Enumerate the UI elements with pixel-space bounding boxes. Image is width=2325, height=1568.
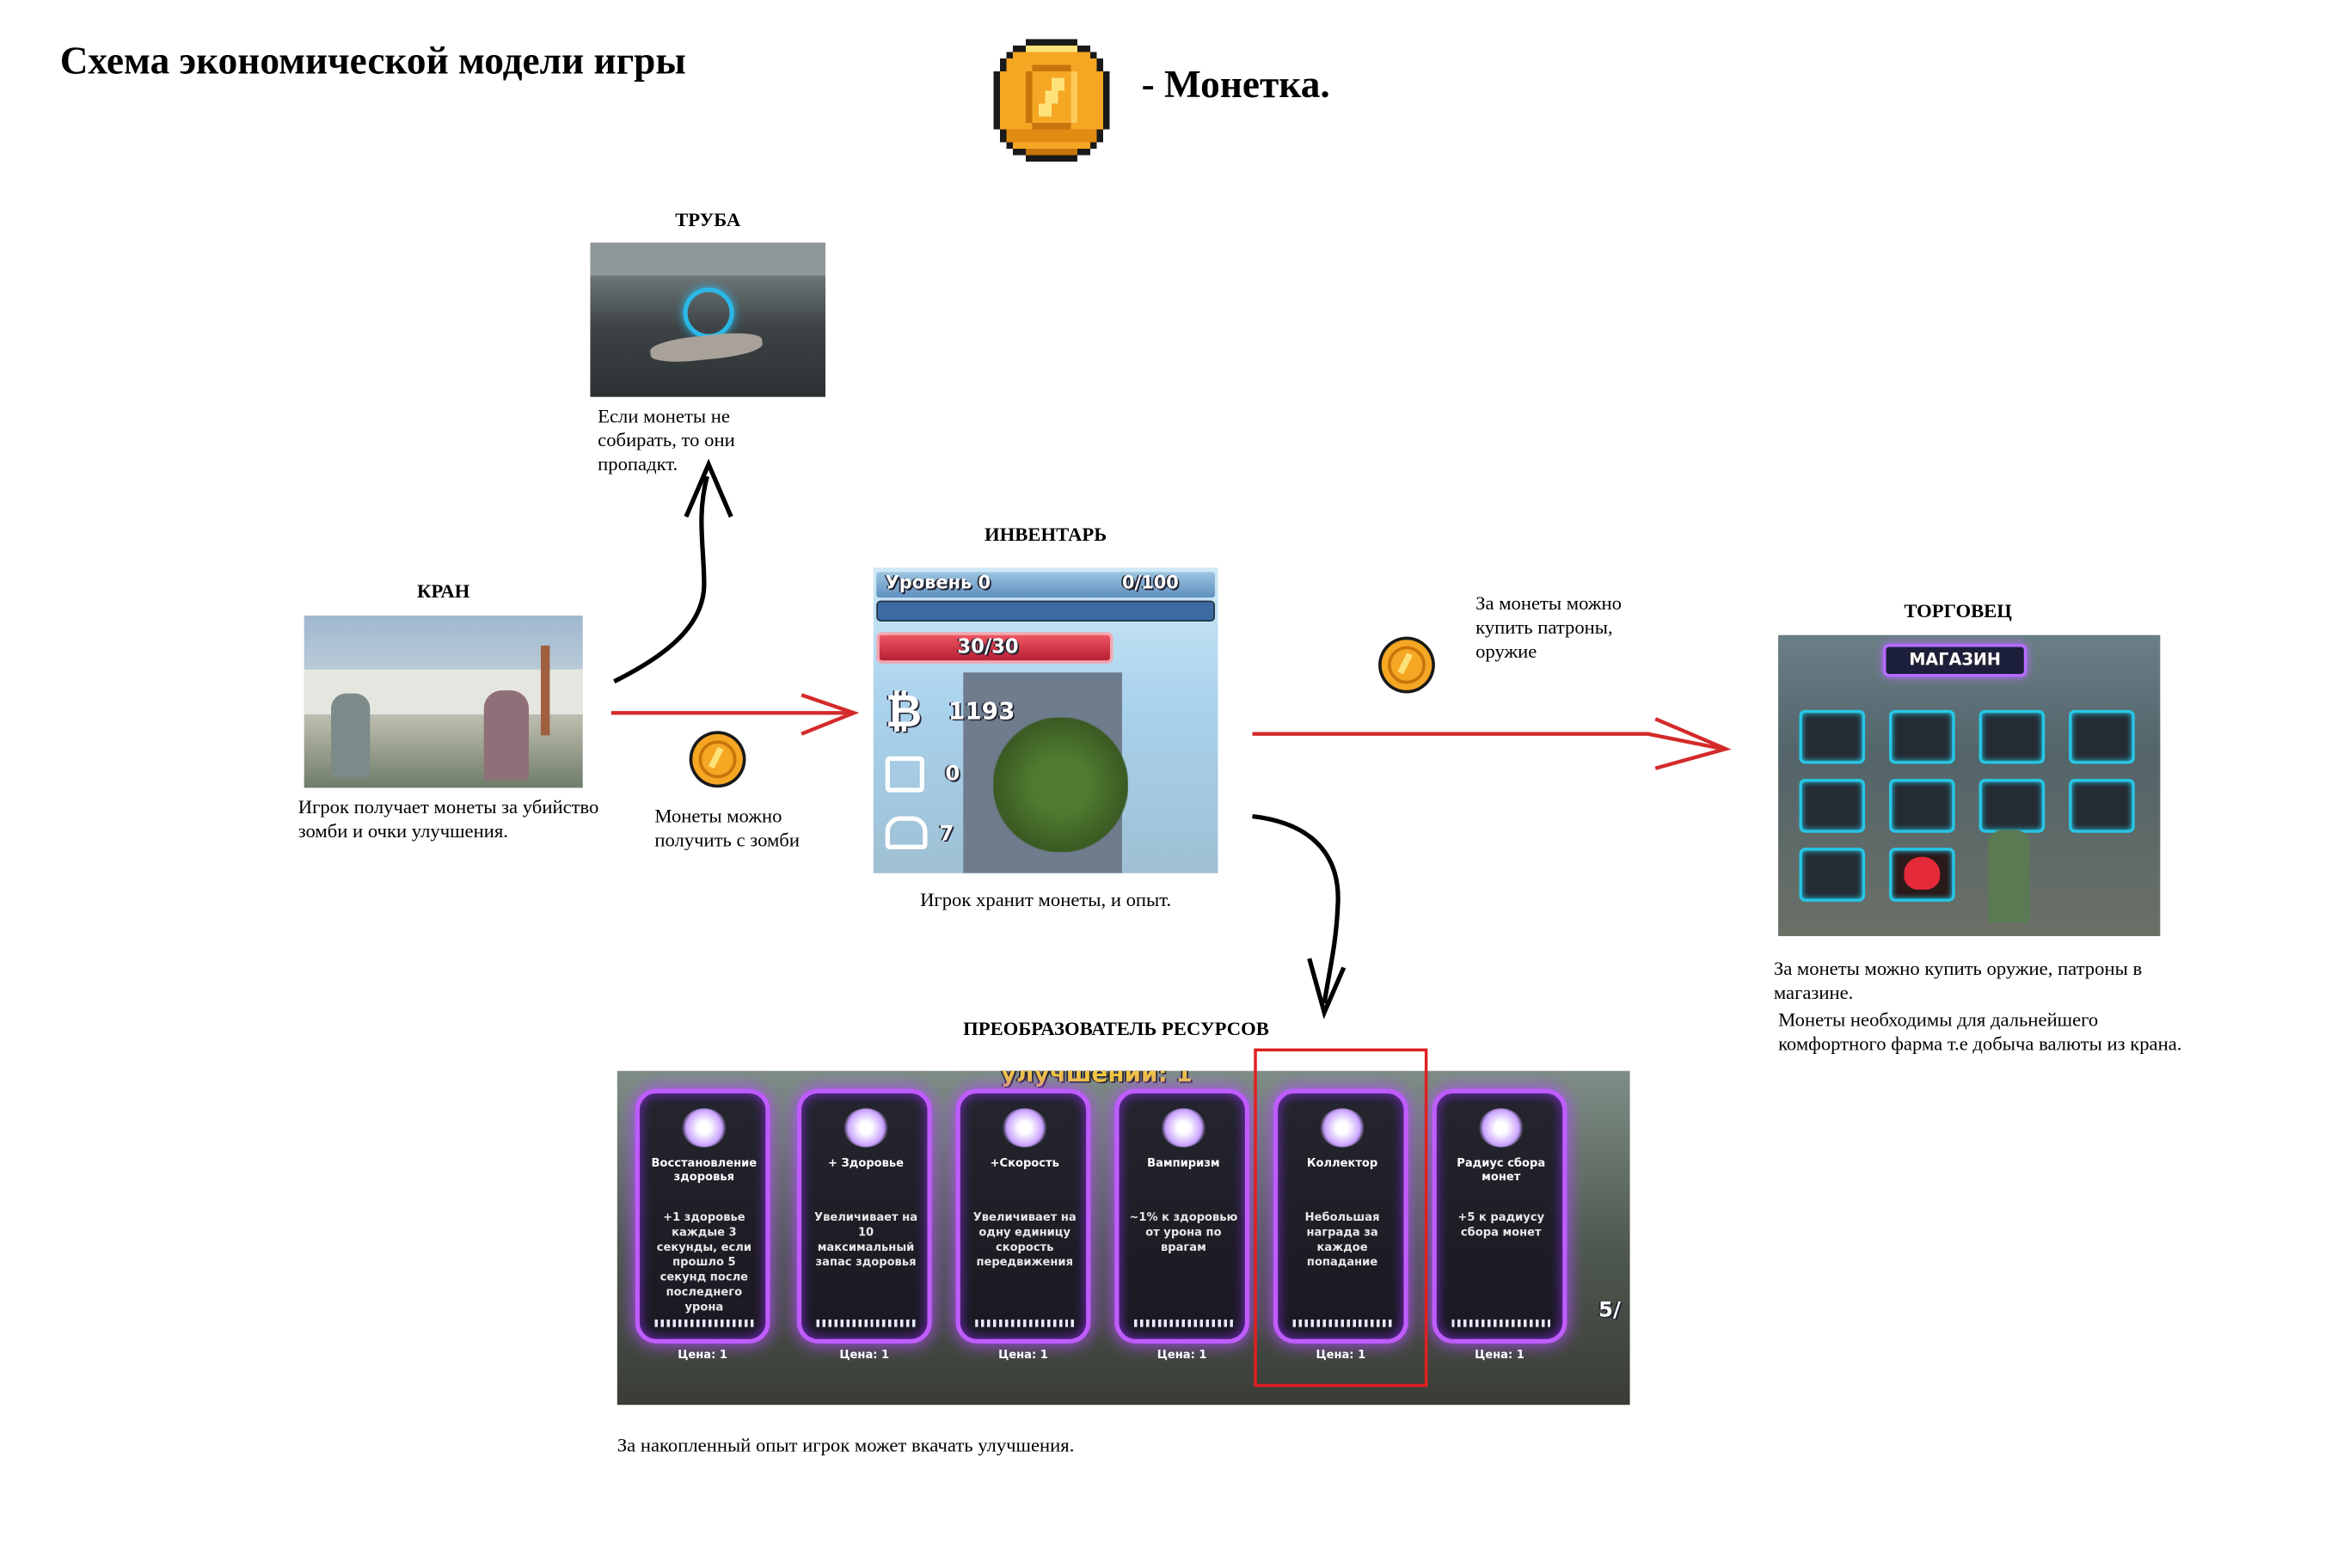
pipe-caption: Если монеты не собирать, то они пропадкт… <box>598 404 735 475</box>
upgrade-card-name: Вампиризм <box>1147 1156 1220 1170</box>
arrow-head-pipe <box>684 458 733 518</box>
converter-heading: ПРЕОБРАЗОВАТЕЛЬ РЕСУРСОВ <box>963 1017 1269 1040</box>
converter-caption: За накопленный опыт игрок может вкачать … <box>617 1433 1075 1456</box>
upgrade-card-name: Восстановление здоровья <box>651 1156 758 1184</box>
upgrade-card-desc: Увеличивает на 10 максимальный запас здо… <box>814 1210 918 1269</box>
phone-icon <box>885 816 928 849</box>
collector-icon <box>1319 1108 1365 1148</box>
shop-slot <box>1799 778 1866 833</box>
heart-icon <box>1904 856 1941 890</box>
shop-slot <box>1799 848 1866 902</box>
upgrade-card: +Скорость Увеличивает на одну единицу ск… <box>955 1088 1091 1344</box>
shop-title-banner <box>1883 644 2027 677</box>
arrow-inventory-to-merchant <box>1252 732 1724 751</box>
fangs-icon <box>1161 1108 1206 1148</box>
shop-slot <box>1889 778 1955 833</box>
magnet-icon <box>1478 1108 1524 1148</box>
upgrade-card-price: Цена: 1 <box>1475 1348 1524 1362</box>
shop-slot <box>1978 778 2046 833</box>
bitcoin-icon: ₿ <box>885 685 923 738</box>
merchant-heading: ТОРГОВЕЦ <box>1904 598 2012 622</box>
inventory-heading: ИНВЕНТАРЬ <box>984 523 1107 546</box>
upgrades-header: улучшений: 1 <box>1000 1070 1193 1087</box>
merchant-screenshot: МАГАЗИН <box>1778 634 2161 936</box>
id-card-icon <box>885 756 924 793</box>
shop-slot-health <box>1889 848 1955 902</box>
xp-text: 0/100 <box>1121 572 1179 593</box>
legend-label: - Монетка. <box>1141 63 1330 107</box>
shop-title: МАГАЗИН <box>1909 650 2001 670</box>
coin-icon <box>993 39 1110 162</box>
shop-slot <box>2069 778 2135 833</box>
crane-inventory-edge-label: Монеты можно получить с зомби <box>654 804 800 851</box>
inventory-caption: Игрок хранит монеты, и опыт. <box>920 888 1172 911</box>
inventory-merchant-edge-label: За монеты можно купить патроны, оружие <box>1475 591 1623 663</box>
upgrade-card-price: Цена: 1 <box>678 1348 727 1362</box>
level-bar <box>876 572 1215 598</box>
diagram-title: Схема экономической модели игры <box>59 39 686 83</box>
stat-3-value: 7 <box>939 822 954 847</box>
upgrade-card-desc: Увеличивает на одну единицу скорость пер… <box>972 1210 1077 1269</box>
upgrade-card: Вампиризм ~1% к здоровью от урона по вра… <box>1114 1088 1250 1344</box>
syringe-icon <box>843 1108 889 1148</box>
upgrade-card-name: Радиус сбора монет <box>1457 1156 1546 1184</box>
shop-slot <box>2069 709 2135 764</box>
health-bar <box>876 632 1113 664</box>
pill-icon <box>681 1108 727 1148</box>
upgrade-card-price: Цена: 1 <box>1156 1348 1207 1362</box>
crane-caption: Игрок получает монеты за убийство зомби … <box>298 795 599 842</box>
upgrade-card: Коллектор Небольшая награда за каждое по… <box>1273 1088 1408 1344</box>
pipe-heading: ТРУБА <box>675 208 741 231</box>
shop-slot <box>1889 709 1955 764</box>
arrow-head-inventory <box>801 693 860 736</box>
upgrade-card: Восстановление здоровья +1 здоровье кажд… <box>635 1088 770 1344</box>
stat-2-value: 0 <box>945 762 960 787</box>
converter-screenshot: улучшений: 1 5/ Восстановление здоровья … <box>617 1070 1630 1406</box>
upgrade-card-desc: +5 к радиусу сбора монет <box>1457 1210 1545 1239</box>
coins-count: 1193 <box>948 696 1015 726</box>
xp-progress-bar <box>876 600 1215 622</box>
shop-slot <box>1978 709 2046 764</box>
pipe-screenshot <box>590 242 825 397</box>
health-text: 30/30 <box>957 636 1019 659</box>
upgrade-card: + Здоровье Увеличивает на 10 максимальны… <box>796 1088 932 1344</box>
upgrade-card-name: Коллектор <box>1306 1156 1378 1170</box>
side-counter: 5/ <box>1598 1298 1621 1323</box>
arrow-head-converter <box>1307 958 1347 1020</box>
upgrade-card-desc: +1 здоровье каждые 3 секунды, если прошл… <box>656 1210 751 1314</box>
speed-icon <box>1002 1108 1047 1148</box>
merchant-caption-1: За монеты можно купить оружие, патроны в… <box>1773 957 2143 1004</box>
upgrade-card-price: Цена: 1 <box>998 1348 1048 1362</box>
upgrade-card-name: + Здоровье <box>828 1156 905 1170</box>
arrow-head-merchant <box>1654 717 1732 770</box>
crane-screenshot <box>304 616 583 788</box>
upgrade-card-price: Цена: 1 <box>839 1348 890 1362</box>
crane-heading: КРАН <box>417 579 470 603</box>
upgrade-card-desc: Небольшая награда за каждое попадание <box>1304 1210 1380 1269</box>
collector-highlight-box <box>1254 1048 1428 1387</box>
coin-icon <box>689 731 746 788</box>
upgrade-card-name: +Скорость <box>990 1156 1059 1170</box>
upgrade-card-desc: ~1% к здоровью от урона по врагам <box>1129 1210 1238 1254</box>
shop-slot <box>1799 709 1866 764</box>
upgrade-card-price: Цена: 1 <box>1316 1348 1366 1362</box>
arrow-crane-to-pipe <box>613 475 709 684</box>
inventory-screenshot: Уровень 0 0/100 30/30 ₿ 1193 0 7 <box>873 567 1218 873</box>
level-text: Уровень 0 <box>885 572 991 593</box>
upgrade-card: Радиус сбора монет +5 к радиусу сбора мо… <box>1432 1088 1567 1344</box>
merchant-caption-2: Монеты необходимы для дальнейшего комфор… <box>1778 1008 2182 1055</box>
coin-icon <box>1378 636 1435 694</box>
arrow-inventory-to-converter <box>1252 813 1340 1004</box>
